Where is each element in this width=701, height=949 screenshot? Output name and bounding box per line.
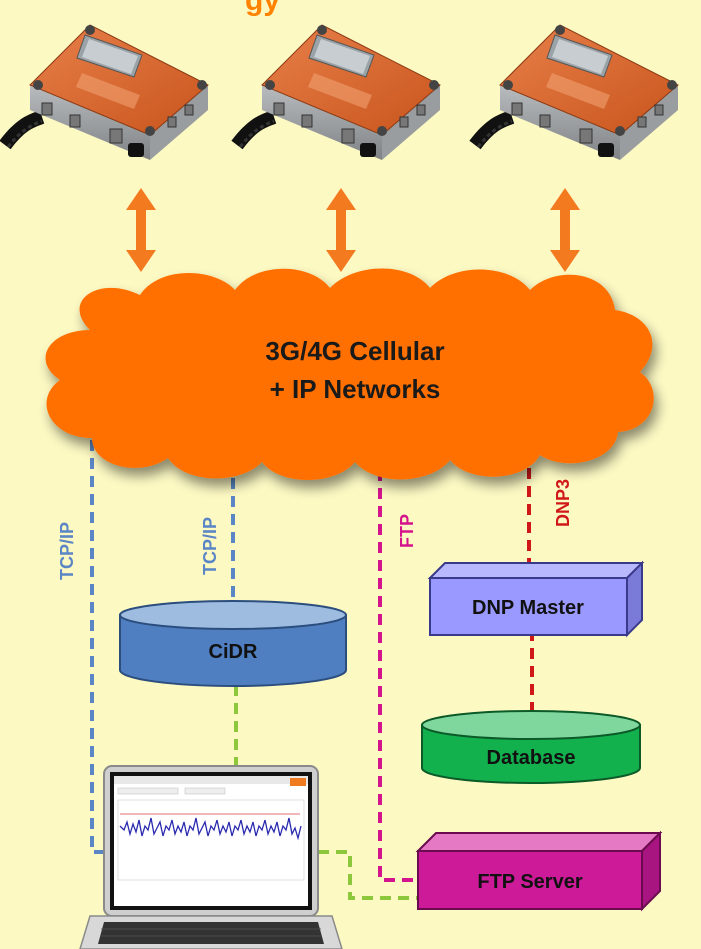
local-line-ftp <box>318 850 420 900</box>
ftp-server-box <box>415 830 663 912</box>
ftp-line <box>378 470 422 882</box>
double-arrow-icon <box>126 188 156 272</box>
cellular-network-cloud <box>45 268 654 480</box>
recorder-device-icon <box>237 25 440 160</box>
ftp-label: FTP <box>397 514 417 548</box>
cidr-label: CiDR <box>209 641 258 663</box>
tcp-label-cidr: TCP/IP <box>200 517 220 575</box>
tcp-label-left: TCP/IP <box>57 522 77 580</box>
connection-lines <box>90 440 534 900</box>
double-arrow-icon <box>326 188 356 272</box>
double-arrow-icon <box>550 188 580 272</box>
header-partial: gy <box>245 0 280 17</box>
laptop-icon <box>79 765 343 949</box>
database-label: Database <box>487 747 576 769</box>
device-link-arrows <box>126 188 580 272</box>
recorder-device-icon <box>5 25 208 160</box>
dnp3-label: DNP3 <box>553 479 573 527</box>
dnp-master-box <box>427 560 645 638</box>
cloud-title-line2: + IP Networks <box>270 374 441 404</box>
dnp-master-label: DNP Master <box>472 597 584 619</box>
cloud-title-line1: 3G/4G Cellular <box>265 336 444 366</box>
database-cylinder <box>421 710 641 784</box>
recorder-device-icon <box>475 25 678 160</box>
ftp-server-label: FTP Server <box>477 871 582 893</box>
cidr-cylinder <box>119 600 347 687</box>
